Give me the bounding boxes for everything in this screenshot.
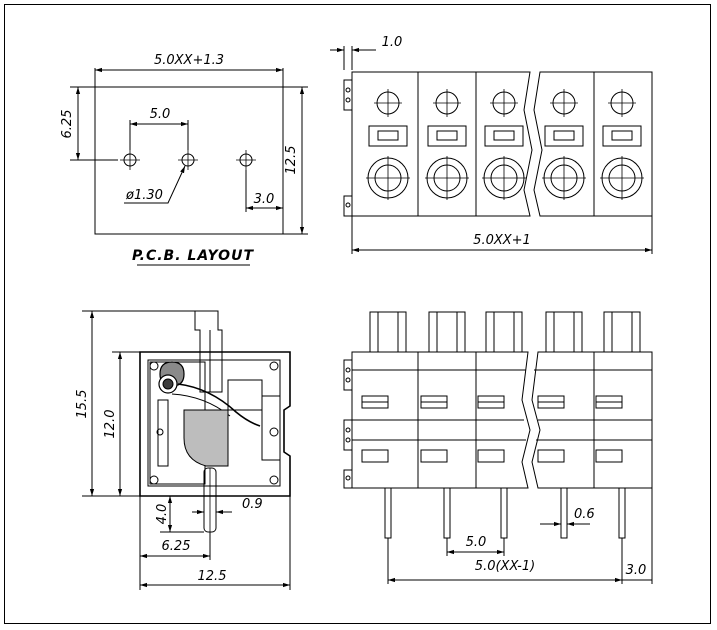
top-pole-1 — [366, 89, 410, 200]
side-clamp — [183, 409, 229, 467]
drawing-frame — [4, 4, 711, 624]
side-total-height-dim: 15.5 — [75, 390, 90, 419]
pcb-hole-dim: ø1.30 — [125, 188, 163, 203]
front-pitch-dim: 5.0 — [466, 535, 487, 550]
top-width-dim: 5.0XX+1 — [473, 233, 531, 248]
pcb-layout-view: 5.0XX+1.3 6.25 12.5 5.0 ø1.30 3.0 — [60, 53, 308, 266]
pcb-outline — [94, 86, 284, 235]
side-pin-length-dim: 4.0 — [155, 504, 170, 525]
front-body-left — [351, 351, 531, 489]
front-view: 0.6 5.0 5.0(XX-1) 3.0 — [343, 311, 653, 584]
front-pole-5 — [595, 311, 641, 539]
pcb-layout-title: P.C.B. LAYOUT — [132, 248, 254, 264]
top-offset-dim: 1.0 — [382, 35, 403, 50]
side-depth-dim: 12.5 — [198, 569, 227, 584]
pcb-holes — [120, 150, 256, 170]
pcb-height-dim: 12.5 — [284, 146, 299, 175]
pcb-width-dim: 5.0XX+1.3 — [154, 53, 224, 68]
front-pole-3 — [477, 311, 523, 539]
side-body-height-dim: 12.0 — [103, 410, 118, 439]
pcb-top-offset-dim: 6.25 — [60, 110, 75, 139]
front-poles — [361, 311, 641, 539]
top-pole-5 — [600, 89, 644, 200]
side-pin-pos-dim: 6.25 — [162, 539, 191, 554]
front-pole-4 — [537, 311, 583, 539]
front-edge-dim: 3.0 — [626, 563, 647, 578]
side-lever — [194, 310, 223, 393]
side-pin-width-dim: 0.9 — [242, 497, 263, 512]
top-view: 1.0 — [330, 35, 653, 254]
top-pole-3 — [482, 89, 526, 200]
front-span-dim: 5.0(XX-1) — [475, 559, 535, 574]
side-view: 15.5 12.0 4.0 0.9 — [75, 310, 291, 590]
front-pole-1 — [361, 311, 407, 539]
top-pole-2 — [425, 89, 469, 200]
pcb-pitch-dim: 5.0 — [150, 107, 171, 122]
top-body-right — [533, 71, 653, 217]
front-pole-2 — [420, 311, 466, 539]
top-poles — [366, 89, 644, 200]
top-body-left — [351, 71, 533, 217]
front-pin-width-dim: 0.6 — [574, 507, 595, 522]
pcb-edge-dim: 3.0 — [254, 192, 275, 207]
top-pole-4 — [542, 89, 586, 200]
